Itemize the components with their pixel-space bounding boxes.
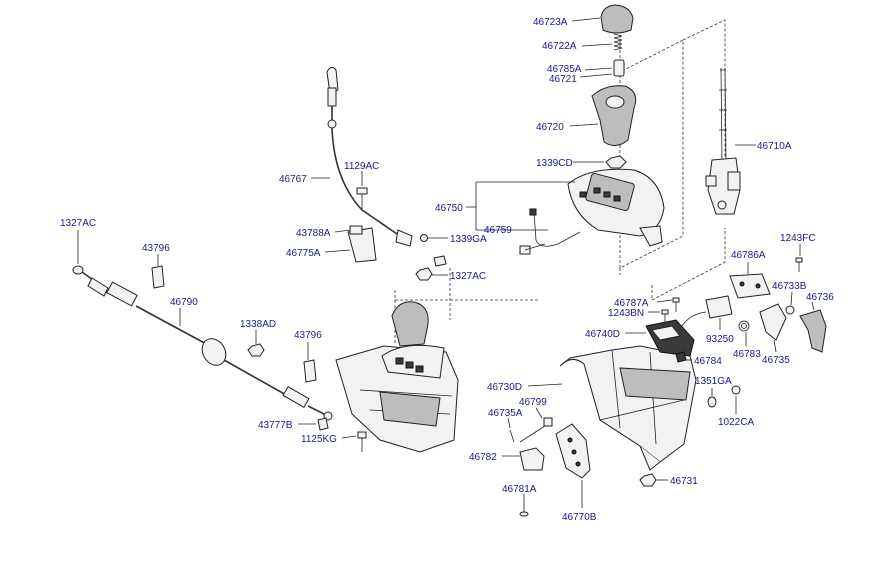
label-43796-mid: 43796 [294, 330, 322, 341]
bracket-46786A [729, 273, 771, 299]
indicator-plate-46750 [567, 168, 665, 247]
nut-1339GA [420, 234, 428, 242]
solenoid-46740D [645, 319, 695, 357]
wire-harness-46759 [519, 208, 581, 255]
label-46785A: 46785A [547, 64, 582, 75]
label-43788A: 43788A [296, 228, 331, 239]
label-46787A: 46787A [614, 298, 649, 309]
assembled-shifter-housing [335, 301, 459, 453]
label-1351GA: 1351GA [695, 376, 732, 387]
label-46783: 46783 [733, 349, 761, 360]
label-46721: 46721 [549, 74, 577, 85]
label-46782: 46782 [469, 452, 497, 463]
label-46722A: 46722A [542, 41, 577, 52]
bolt-1129AC [356, 187, 368, 210]
block-46782 [519, 447, 545, 471]
shift-shaft-46710A [705, 67, 741, 215]
label-46770B: 46770B [562, 512, 597, 523]
shifter-base-46730D [559, 345, 697, 471]
connector-93250 [681, 295, 733, 327]
label-46759: 46759 [484, 225, 512, 236]
bolt-1125KG [357, 431, 367, 452]
label-43796-top: 43796 [142, 243, 170, 254]
label-46740D: 46740D [585, 329, 620, 340]
select-cable-46767 [326, 66, 413, 247]
label-93250: 93250 [706, 334, 734, 345]
part-labels: 46723A 46722A 46785A 46721 46720 1339CD … [60, 17, 834, 523]
rod-46799 [519, 417, 553, 443]
spring-46783 [738, 320, 750, 332]
nut-1339CD [605, 155, 627, 169]
label-46784: 46784 [694, 356, 722, 367]
link-46735 [759, 303, 787, 341]
label-1129AC: 1129AC [344, 161, 379, 172]
label-1022CA: 1022CA [718, 417, 754, 428]
clip-46784 [675, 351, 687, 363]
label-46781A: 46781A [502, 484, 537, 495]
label-1339GA: 1339GA [450, 234, 487, 245]
label-1327AC-mid: 1327AC [450, 271, 486, 282]
shift-cable-46790 [81, 271, 333, 421]
label-46723A: 46723A [533, 17, 568, 28]
bolt-1243FC [795, 257, 803, 272]
shift-knob-46720 [591, 85, 637, 146]
clip-43777B [317, 417, 329, 431]
label-46735A: 46735A [488, 408, 523, 419]
label-43777B: 43777B [258, 420, 293, 431]
nut-46731 [639, 473, 657, 487]
bracket-46775A [347, 225, 377, 263]
nut-1327AC-mid [415, 267, 433, 281]
label-46750: 46750 [435, 203, 463, 214]
label-46731: 46731 [670, 476, 698, 487]
washer-1022CA [731, 385, 741, 395]
nut-1338AD [247, 343, 265, 357]
label-46790: 46790 [170, 297, 198, 308]
knob-button-46721 [613, 59, 625, 77]
label-46720: 46720 [536, 122, 564, 133]
screw-1243BN [661, 309, 669, 322]
label-46736: 46736 [806, 292, 834, 303]
label-46775A: 46775A [286, 248, 321, 259]
label-46767: 46767 [279, 174, 307, 185]
lever-46736 [799, 309, 827, 353]
label-46710A: 46710A [757, 141, 792, 152]
knob-cap-46723A [600, 4, 634, 34]
label-1327AC-left: 1327AC [60, 218, 96, 229]
label-1338AD: 1338AD [240, 319, 276, 330]
screw-46787A [672, 297, 680, 312]
label-46733B: 46733B [772, 281, 807, 292]
detent-plate-46770B [555, 423, 591, 479]
label-1339CD: 1339CD [536, 158, 573, 169]
label-46786A: 46786A [731, 250, 766, 261]
label-1243FC: 1243FC [780, 233, 816, 244]
label-1243BN: 1243BN [608, 308, 644, 319]
label-46730D: 46730D [487, 382, 522, 393]
connector-plug [433, 255, 447, 267]
clip-43796-mid [303, 359, 317, 383]
washer-1351GA [707, 396, 717, 408]
washer-46733B [785, 305, 795, 315]
label-46735: 46735 [762, 355, 790, 366]
nut-1327AC-left [72, 265, 84, 275]
clip-43796-top [151, 265, 165, 289]
knob-spring-46722A [613, 33, 623, 51]
pin-46735A [509, 429, 515, 443]
bolt-46781A [519, 494, 529, 517]
label-1125KG: 1125KG [301, 434, 337, 445]
label-46799: 46799 [519, 397, 547, 408]
